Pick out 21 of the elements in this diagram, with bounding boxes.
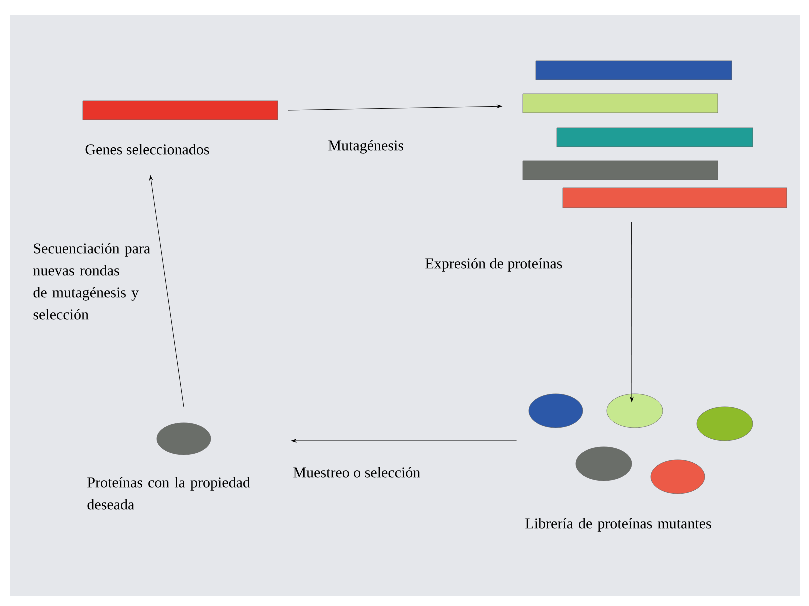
- arrow: [288, 104, 502, 111]
- gene-bar: [522, 94, 718, 114]
- protein-ellipse: [650, 460, 706, 494]
- gene-bar: [522, 160, 718, 180]
- protein-ellipse: [576, 446, 632, 482]
- gene-bar: [556, 128, 754, 148]
- protein-ellipse: [528, 394, 584, 428]
- edge-label: Expresión de proteínas: [426, 258, 562, 272]
- group-label: Librería de proteínas mutantes: [526, 518, 712, 532]
- edge-label: Muestreo o selección: [294, 467, 420, 478]
- arrow: [150, 175, 184, 408]
- edge-label: Secuenciación para nuevas rondas de mutagénesis y selección: [34, 243, 150, 320]
- node-text: Proteínas con la propiedad deseada: [88, 477, 250, 510]
- protein-ellipse: [696, 406, 754, 442]
- arrow: [292, 439, 518, 443]
- arrow: [630, 222, 634, 402]
- node-text: Genes seleccionados: [86, 144, 210, 155]
- protein-ellipse: [606, 394, 664, 428]
- edge-label: Mutagénesis: [328, 140, 404, 154]
- gene-bar: [536, 60, 732, 80]
- gene-bar: [562, 188, 788, 208]
